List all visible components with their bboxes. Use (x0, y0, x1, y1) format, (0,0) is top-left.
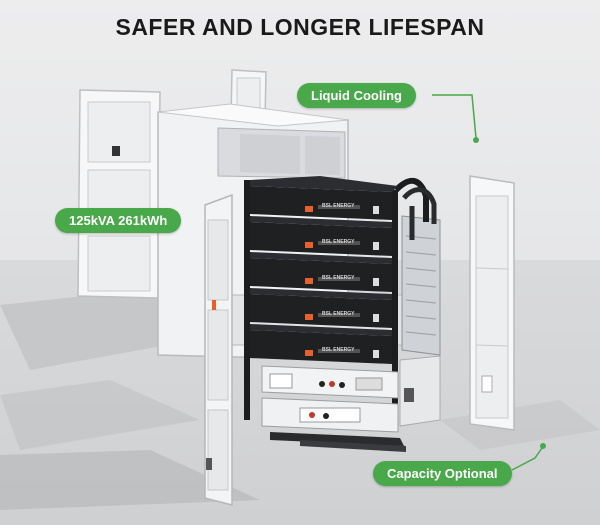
right-door-panel (469, 175, 515, 431)
module-brand-label: BSL ENERGY (322, 275, 355, 281)
open-front-door (204, 193, 233, 506)
module-brand-label: BSL ENERGY (322, 311, 355, 317)
power-control-unit-upper (261, 365, 399, 399)
auxiliary-module (399, 355, 441, 427)
page-title: SAFER AND LONGER LIFESPAN (115, 14, 485, 40)
battery-module-2: BSL ENERGY (250, 216, 392, 256)
battery-rack: BSL ENERGY BSL ENERGY BSL ENERGY BSL ENE… (244, 176, 406, 452)
module-brand-label: BSL ENERGY (322, 239, 355, 245)
left-door-panel (77, 89, 161, 299)
leader-dot-liquid-cooling (473, 137, 479, 143)
battery-module-3: BSL ENERGY (250, 252, 392, 292)
capacity-optional-callout: Capacity Optional (373, 461, 512, 486)
power-control-unit-lower (261, 397, 399, 433)
battery-module-4: BSL ENERGY (250, 288, 392, 328)
power-capacity-callout: 125kVA 261kWh (55, 208, 182, 233)
liquid-cooling-callout: Liquid Cooling (297, 83, 416, 108)
battery-module-1: BSL ENERGY (250, 176, 398, 220)
callout-leader-lines (432, 94, 543, 471)
leader-dot-capacity (540, 443, 546, 449)
module-brand-label: BSL ENERGY (322, 347, 355, 353)
liquid-cooling-unit (393, 178, 441, 356)
module-brand-label: BSL ENERGY (322, 203, 355, 209)
battery-module-5: BSL ENERGY (250, 324, 392, 364)
